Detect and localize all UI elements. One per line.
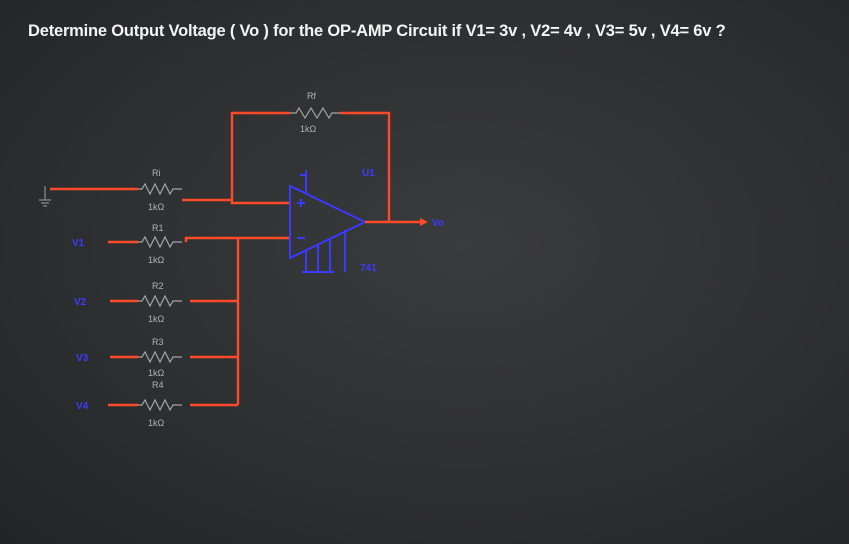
r3-resistor <box>138 350 182 364</box>
feedback-resistor <box>290 106 340 120</box>
v1-label: V1 <box>72 238 85 249</box>
feedback-resistor-name: Rf <box>307 91 316 101</box>
op-amp <box>289 170 368 273</box>
r4-resistor <box>138 398 182 412</box>
r3-name: R3 <box>152 337 164 347</box>
r2-name: R2 <box>152 281 164 291</box>
r1-resistor <box>138 235 182 249</box>
ground-icon <box>39 186 51 207</box>
r4-name: R4 <box>152 380 164 390</box>
ri-value: 1kΩ <box>148 202 165 212</box>
feedback-wire <box>230 111 391 222</box>
r1-to-noninverting-wire <box>184 236 290 242</box>
ic-741-label: 741 <box>360 263 377 274</box>
v4-label: V4 <box>76 401 89 412</box>
r2-resistor <box>138 294 182 308</box>
r2-value: 1kΩ <box>148 314 165 324</box>
feedback-resistor-value: 1kΩ <box>300 124 317 134</box>
output-arrow-icon <box>420 218 428 226</box>
r4-value: 1kΩ <box>148 418 165 428</box>
r1-name: R1 <box>152 223 164 233</box>
r3-value: 1kΩ <box>148 368 165 378</box>
question-text: Determine Output Voltage ( Vo ) for the … <box>28 22 726 40</box>
vo-label: Vo <box>432 218 444 229</box>
v3-label: V3 <box>76 353 89 364</box>
v2-label: V2 <box>74 297 87 308</box>
ri-to-inverting-wire <box>182 198 290 205</box>
ri-name: Ri <box>152 168 161 178</box>
ri-resistor <box>138 182 182 196</box>
u1-label: U1 <box>362 168 375 179</box>
r1-value: 1kΩ <box>148 255 165 265</box>
